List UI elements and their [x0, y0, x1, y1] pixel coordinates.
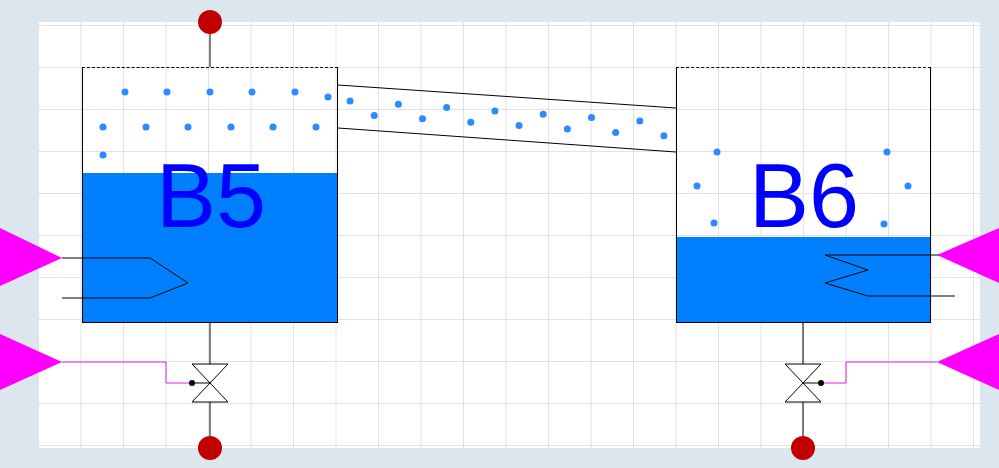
input-connector — [0, 334, 62, 390]
valve-actuator — [818, 380, 824, 386]
pipe-connector — [338, 85, 676, 152]
tank-vessel: B6 — [676, 67, 931, 323]
heating-coil — [62, 258, 188, 298]
water-level — [676, 237, 930, 322]
tank-label: B5 — [156, 151, 266, 241]
input-connector — [0, 228, 62, 286]
valve-symbol — [785, 364, 821, 402]
port-dot — [198, 10, 222, 34]
heating-coil — [825, 255, 955, 296]
valve-symbol — [192, 364, 228, 402]
input-connector — [937, 228, 999, 283]
input-connector — [937, 334, 999, 390]
port-dot — [198, 436, 222, 460]
signal-line — [824, 362, 937, 383]
valve-actuator — [189, 380, 195, 386]
tank-vessel: B5 — [82, 67, 338, 323]
grid — [38, 22, 980, 448]
port-dot — [791, 436, 815, 460]
signal-line — [62, 362, 189, 383]
canvas — [38, 22, 980, 448]
tank-label: B6 — [749, 151, 859, 241]
